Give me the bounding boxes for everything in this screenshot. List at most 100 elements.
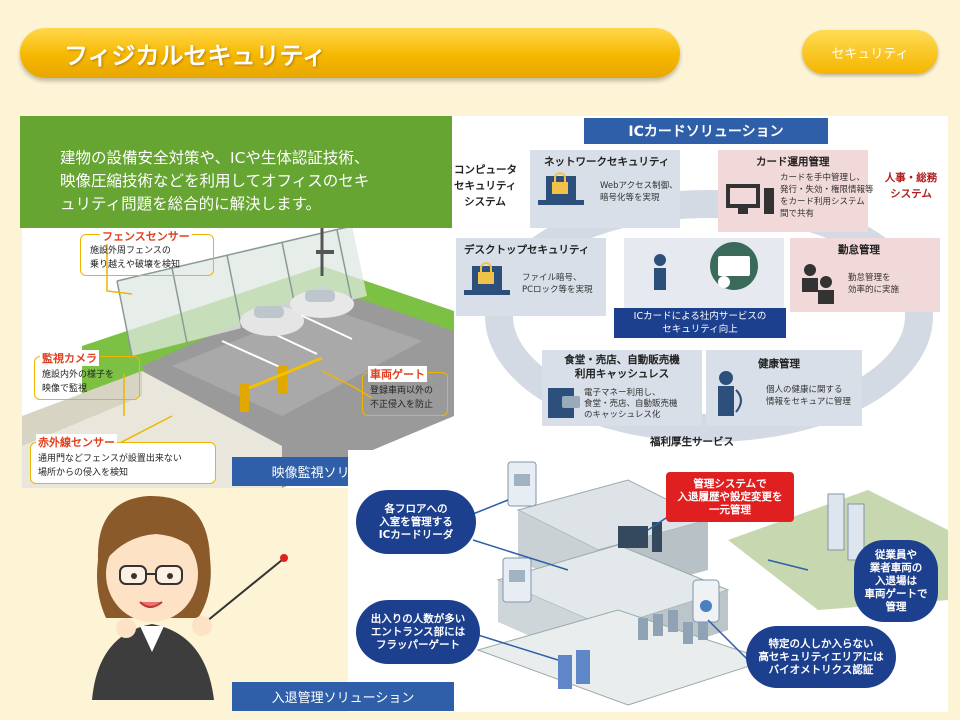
suit-icon: [92, 624, 214, 700]
desc-line: Webアクセス制御、: [600, 181, 678, 191]
infrared-sensor-title: 赤外線センサー: [36, 434, 117, 450]
bubble-line: バイオメトリクス認証: [768, 663, 874, 676]
flapper-gate-icon: [558, 650, 590, 689]
intro-line: 映像圧縮技術などを利用してオフィスのセキ: [60, 172, 370, 190]
bubble-line: フラッパーゲート: [376, 638, 460, 651]
center-label-line: ICカードによる社内サービスの: [633, 311, 767, 322]
bubble-line: 入退場は: [875, 574, 917, 587]
bubble-line: エントランス部には: [370, 625, 466, 638]
desc-line: 発行・失効・権限情報等: [780, 185, 874, 195]
vehicle-gate-desc-line: 登録車両以外の: [370, 386, 434, 396]
desc-line: 個人の健康に関する: [766, 385, 843, 395]
network-security-box: ネットワークセキュリティ Webアクセス制御、 暗号化等を実現: [530, 150, 680, 228]
card-reader-icon: [507, 461, 537, 507]
bubble-line: 車両ゲートで: [864, 587, 928, 600]
camera-desc-line: 施設内外の様子を: [42, 370, 115, 380]
ic-ring-graphic: [485, 190, 933, 442]
bubble-line: 一元管理: [709, 503, 751, 516]
bubble-line: 管理: [885, 600, 907, 613]
camera-title: 監視カメラ: [40, 350, 99, 366]
computer-icon: [726, 184, 774, 214]
center-label-line: セキュリティ向上: [662, 324, 738, 335]
label-line: システム: [464, 196, 506, 208]
bubble-line: 特定の人しか入らない: [768, 637, 874, 650]
management-system-box: 管理システムで 入退履歴や設定変更を 一元管理: [666, 472, 794, 522]
infrared-sensor-desc: 通用門などフェンスが設置出来ない 場所からの侵入を検知: [38, 452, 182, 480]
center-label: ICカードによる社内サービスの セキュリティ向上: [614, 308, 786, 338]
vehicle-gate-title: 車両ゲート: [368, 366, 427, 382]
attendance-title: 勤怠管理: [838, 244, 880, 256]
bubble-line: 従業員や: [875, 548, 917, 561]
network-security-title: ネットワークセキュリティ: [544, 156, 670, 168]
bubble-line: 管理システムで: [693, 477, 767, 490]
ic-card-icon: [654, 242, 758, 290]
network-security-desc: Webアクセス制御、 暗号化等を実現: [600, 180, 678, 204]
bubble-line: 各フロアへの: [384, 502, 448, 515]
camera-desc: 施設内外の様子を 映像で監視: [42, 368, 114, 396]
card-reader-icon: [548, 388, 580, 418]
vehicle-gate-desc: 登録車両以外の 不正侵入を防止: [370, 384, 433, 412]
desc-line: 間で共有: [780, 209, 815, 219]
hand-icon: [116, 618, 136, 638]
camera-desc-line: 映像で監視: [42, 384, 88, 394]
welfare-services-label: 福利厚生サービス: [650, 436, 734, 448]
desc-line: 暗号化等を実現: [600, 193, 660, 203]
card-operations-title: カード運用管理: [756, 156, 830, 168]
hr-system-label: 人事・総務 システム: [880, 170, 942, 202]
doctor-icon: [718, 371, 742, 416]
intro-text-box: 建物の設備安全対策や、ICや生体認証技術、 映像圧縮技術などを利用してオフィスの…: [20, 116, 452, 228]
label-line: 人事・総務: [884, 172, 938, 184]
desc-line: カードを手中管理し、: [780, 173, 866, 183]
vehicle-gate-icon: [240, 356, 323, 412]
attendance-desc: 勤怠管理を 効率的に実施: [848, 272, 899, 296]
bubble-line: 高セキュリティエリアには: [758, 650, 884, 663]
desc-line: 効率的に実施: [848, 285, 900, 295]
ic-card-banner: ICカードソリューション: [584, 118, 828, 144]
desktop-security-box: デスクトップセキュリティ ファイル暗号、 PCロック等を実現: [456, 238, 606, 316]
vehicle-gate-bubble: 従業員や 業者車両の 入退場は 車両ゲートで 管理: [854, 540, 938, 622]
desktop-security-desc: ファイル暗号、 PCロック等を実現: [522, 272, 593, 296]
card-reader-icon: [502, 557, 532, 603]
bubble-line: 入室を管理する: [379, 515, 453, 528]
infrared-sensor-desc-line: 通用門などフェンスが設置出来ない: [38, 454, 182, 464]
access-control-banner: 入退管理ソリューション: [232, 682, 454, 711]
ic-card-panel: ICカードソリューション コンピュータ セキュリティ システム 人事・総務 シス…: [454, 116, 948, 450]
desc-line: 情報をセキュアに管理: [766, 397, 851, 407]
pointer-stick-icon: [195, 559, 283, 631]
intro-line: 建物の設備安全対策や、ICや生体認証技術、: [60, 149, 370, 167]
bubble-line: 入退履歴や設定変更を: [677, 490, 783, 503]
desc-line: のキャッシュレス化: [584, 410, 661, 420]
desc-line: ファイル暗号、: [522, 273, 582, 283]
desc-line: をカード利用システム: [780, 197, 865, 207]
desc-line: 食堂・売店、自動販売機: [584, 399, 678, 409]
people-icon: [802, 264, 834, 304]
title-line: 食堂・売店、自動販売機: [564, 354, 680, 366]
access-control-panel: 各フロアへの 入室を管理する ICカードリーダ 管理システムで 入退履歴や設定変…: [348, 450, 948, 712]
bubble-line: ICカードリーダ: [378, 528, 454, 541]
flapper-gate-bubble: 出入りの人数が多い エントランス部には フラッパーゲート: [356, 600, 480, 664]
health-desc: 個人の健康に関する 情報をセキュアに管理: [766, 384, 851, 408]
desc-line: PCロック等を実現: [522, 285, 593, 295]
intro-line: ュリティ問題を総合的に解決します。: [60, 195, 322, 213]
car-icon: [290, 290, 354, 318]
label-line: コンピュータ: [454, 164, 517, 176]
biometric-device-icon: [692, 579, 720, 623]
vehicle-gate-desc-line: 不正侵入を防止: [370, 400, 434, 410]
management-pc-icon: [618, 522, 662, 552]
health-box: 健康管理 個人の健康に関する 情報をセキュアに管理: [706, 350, 862, 426]
hand-icon: [192, 616, 212, 636]
bubble-line: 出入りの人数が多い: [370, 612, 466, 625]
desc-line: 電子マネー利用し、: [584, 388, 661, 398]
desktop-lock-icon: [464, 262, 510, 295]
label-line: システム: [890, 188, 932, 200]
fence-sensor-desc: 施設外周フェンスの 乗り越えや破壊を検知: [90, 244, 180, 272]
floor-reader-bubble: 各フロアへの 入室を管理する ICカードリーダ: [356, 490, 476, 554]
laptop-lock-icon: [538, 172, 584, 205]
biometric-bubble: 特定の人しか入らない 高セキュリティエリアには バイオメトリクス認証: [746, 626, 896, 688]
attendance-box: 勤怠管理 勤怠管理を 効率的に実施: [790, 238, 940, 312]
fence-sensor-desc-line: 乗り越えや破壊を検知: [90, 260, 181, 270]
fence-sensor-title: フェンスセンサー: [100, 228, 192, 244]
infrared-sensor-desc-line: 場所からの侵入を検知: [38, 468, 129, 478]
label-line: セキュリティ: [454, 180, 517, 192]
